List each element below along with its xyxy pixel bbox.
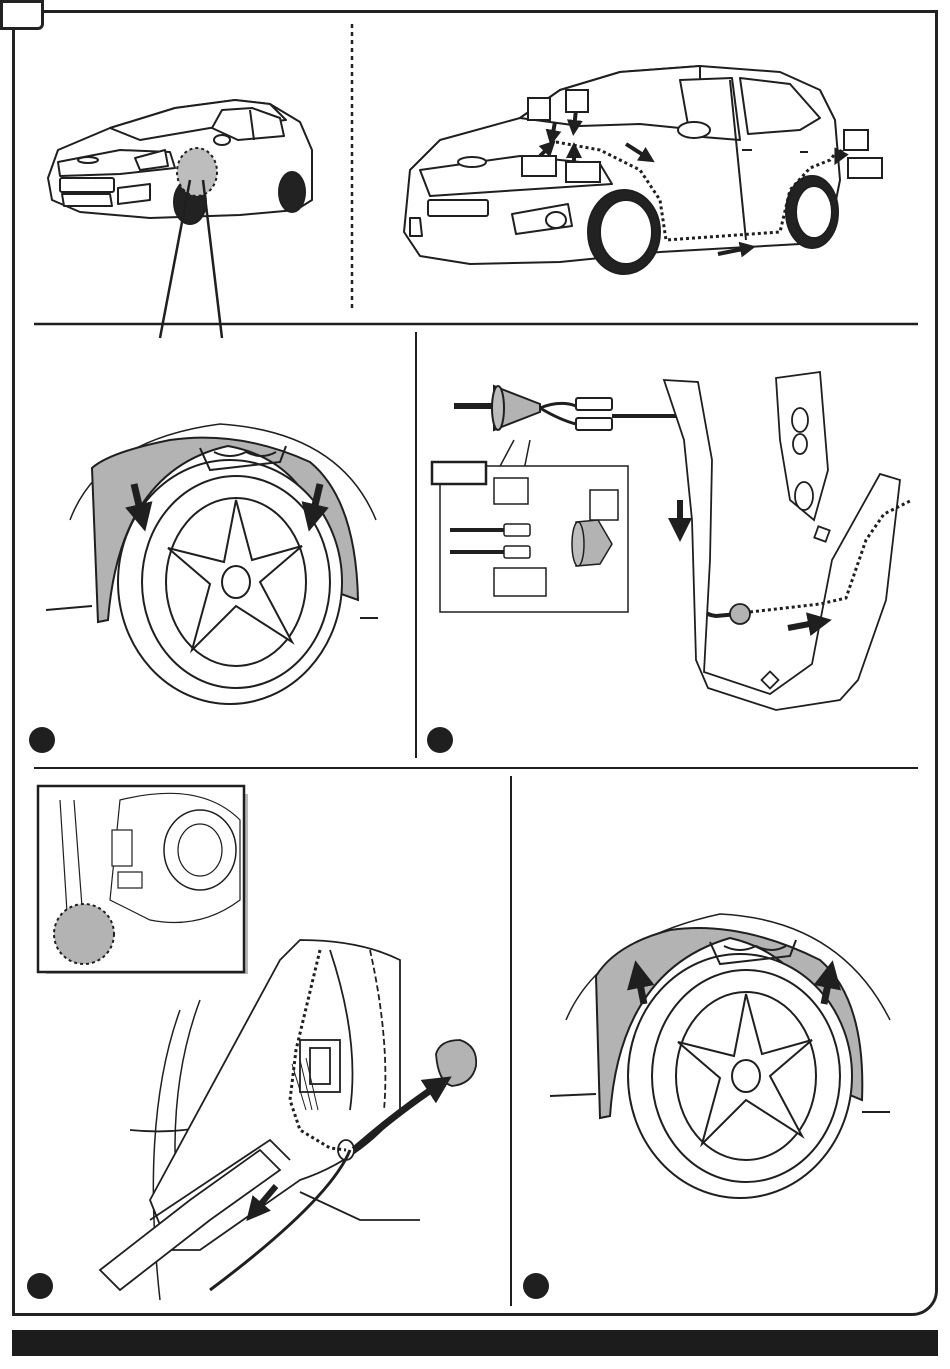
step2-kit-panel bbox=[432, 440, 628, 612]
kit-panel-tag bbox=[432, 462, 486, 484]
step3-inset bbox=[38, 786, 248, 974]
overview-car-large bbox=[404, 66, 840, 274]
step3-harness-scene bbox=[100, 940, 476, 1300]
overview-car-small bbox=[48, 100, 312, 224]
step4-number-badge bbox=[523, 1273, 549, 1299]
step1-wheel-arch bbox=[46, 424, 378, 704]
callout-hood-left-bottom bbox=[522, 156, 556, 176]
step2-number-badge bbox=[427, 727, 453, 753]
callout-hood-left-top bbox=[528, 98, 550, 120]
callout-rear-top bbox=[844, 130, 868, 150]
kit-grommet-part bbox=[590, 490, 618, 520]
footer-bar bbox=[12, 1330, 938, 1356]
callout-hood-right-bottom bbox=[566, 162, 600, 182]
callout-rear-bottom bbox=[848, 158, 882, 178]
kit-connector-box bbox=[494, 568, 546, 596]
callout-hood-right-top bbox=[566, 90, 588, 112]
kit-grommet-box bbox=[494, 478, 528, 504]
step4-wheel-arch bbox=[550, 914, 890, 1198]
step1-number-badge bbox=[29, 727, 55, 753]
step3-number-badge bbox=[27, 1273, 53, 1299]
